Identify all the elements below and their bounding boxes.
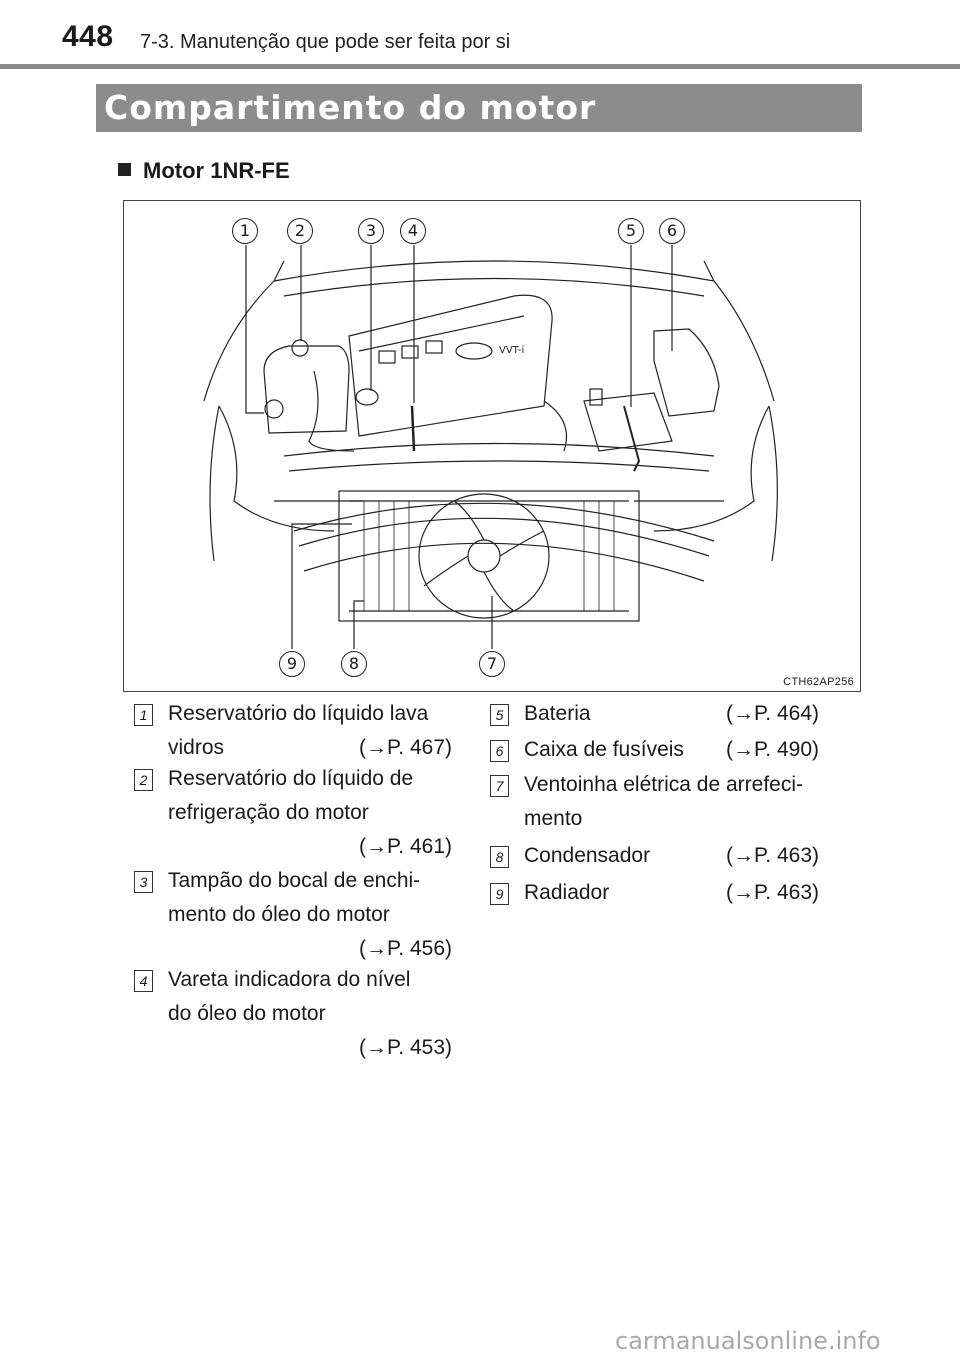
item-text: Ventoinha elétrica de arrefeci- [524, 773, 803, 796]
item-text: Reservatório do líquido lava [168, 702, 429, 725]
item-text: Radiador [524, 881, 610, 904]
list-item: 1 Reservatório do líquido lava vidros (→… [134, 697, 464, 765]
item-text: Tampão do bocal de enchi- [168, 869, 421, 892]
section-title-bar [96, 84, 862, 132]
item-text-with-ref: vidros (→P. 467) [168, 731, 452, 765]
square-bullet-icon [118, 163, 131, 176]
item-text: refrigeração do motor [168, 801, 369, 824]
item-text: do óleo do motor [168, 1002, 326, 1025]
item-text: Caixa de fusíveis [524, 738, 684, 761]
subsection-title: Motor 1NR-FE [143, 158, 290, 183]
item-number-badge: 9 [490, 883, 509, 905]
page-reference: (→P. 490) [726, 738, 819, 761]
chapter-title: 7-3. Manutenção que pode ser feita por s… [140, 31, 511, 53]
header-rule [0, 64, 960, 69]
list-item: 3 Tampão do bocal de enchi- mento do óle… [134, 864, 464, 966]
item-text: Bateria [524, 702, 591, 725]
item-number-badge: 8 [490, 846, 509, 868]
callout-2: 2 [287, 218, 313, 244]
page-reference: (→P. 464) [726, 702, 819, 725]
list-item: 7 Ventoinha elétrica de arrefeci- mento [490, 768, 836, 836]
page-reference: (→P. 467) [359, 736, 452, 759]
item-text: mento [524, 807, 583, 830]
page-reference: (→P. 463) [726, 844, 819, 867]
callout-6: 6 [659, 218, 685, 244]
svg-text:VVT-i: VVT-i [499, 345, 524, 356]
item-text-with-ref: Radiador (→P. 463) [524, 876, 836, 910]
callout-4: 4 [400, 218, 426, 244]
item-text: mento do óleo do motor [168, 903, 390, 926]
item-text: Reservatório do líquido de [168, 767, 414, 790]
item-number-badge: 7 [490, 775, 509, 797]
item-number-badge: 2 [134, 769, 153, 791]
watermark: carmanualsonline.info [615, 1327, 881, 1355]
callout-1: 1 [232, 218, 258, 244]
page-reference: (→P. 456) [359, 937, 452, 960]
item-number-badge: 3 [134, 871, 153, 893]
item-text-with-ref: Condensador (→P. 463) [524, 839, 836, 873]
engine-illustration: VVT-i [203, 245, 778, 649]
item-text: Condensador [524, 844, 651, 867]
callout-7: 7 [479, 651, 505, 677]
item-text-with-ref: Caixa de fusíveis (→P. 490) [524, 733, 836, 767]
item-number-badge: 6 [490, 740, 509, 762]
list-item: 4 Vareta indicadora do nível do óleo do … [134, 963, 464, 1065]
list-item: 2 Reservatório do líquido de refrigeraçã… [134, 762, 464, 864]
figure-code: CTH62AP256 [783, 676, 854, 688]
item-number-badge: 1 [134, 704, 153, 726]
callout-9: 9 [279, 651, 305, 677]
callout-8: 8 [341, 651, 367, 677]
page-reference: (→P. 453) [359, 1036, 452, 1059]
item-number-badge: 4 [134, 970, 153, 992]
list-item: 9 Radiador (→P. 463) [490, 876, 836, 910]
subsection-heading: Motor 1NR-FE [118, 158, 290, 184]
page-number: 448 [62, 20, 114, 53]
list-item: 6 Caixa de fusíveis (→P. 490) [490, 733, 836, 767]
page-reference: (→P. 461) [359, 835, 452, 858]
page-reference: (→P. 463) [726, 881, 819, 904]
item-number-badge: 5 [490, 704, 509, 726]
section-title: Compartimento do motor [104, 88, 597, 127]
item-text: Vareta indicadora do nível [168, 968, 411, 991]
item-text: vidros [168, 736, 225, 759]
callout-3: 3 [358, 218, 384, 244]
list-item: 5 Bateria (→P. 464) [490, 697, 836, 731]
callout-5: 5 [618, 218, 644, 244]
list-item: 8 Condensador (→P. 463) [490, 839, 836, 873]
item-text-with-ref: Bateria (→P. 464) [524, 697, 836, 731]
engine-compartment-figure: VVT-i [123, 200, 861, 692]
